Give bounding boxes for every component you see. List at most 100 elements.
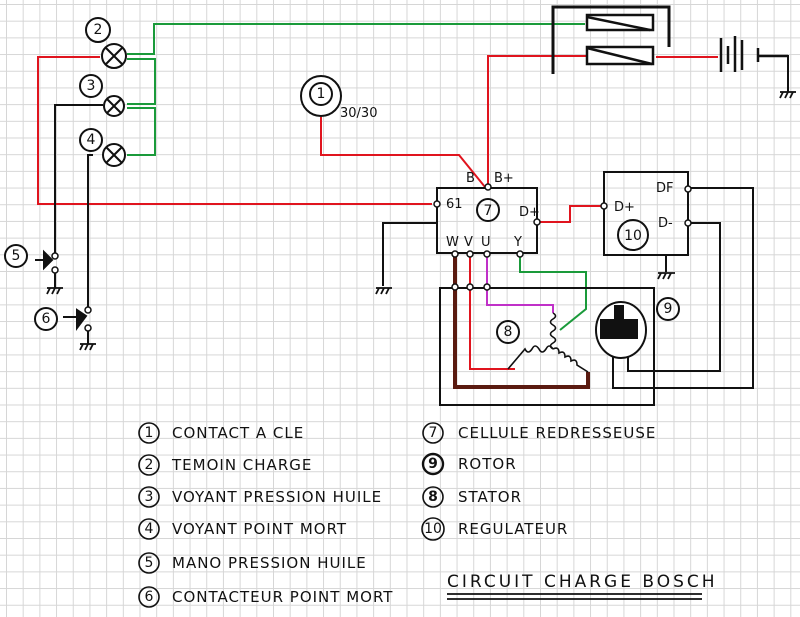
ground-icon [79, 343, 96, 351]
callout-number: 3 [87, 78, 96, 94]
callout-5: 5 [4, 244, 28, 268]
terminal-Dplus: D+ [519, 205, 540, 220]
legend-label: VOYANT POINT MORT [172, 520, 347, 538]
terminal-V: V [464, 235, 473, 250]
legend-item: 9 ROTOR [421, 452, 517, 476]
diagram-title: CIRCUIT CHARGE BOSCH [447, 572, 718, 592]
callout-number: 5 [12, 248, 21, 264]
callout-number: 9 [664, 301, 673, 317]
terminal-W: W [446, 235, 459, 250]
rotor-brush-icon [600, 319, 638, 339]
fuse-icon [585, 13, 655, 32]
svg-text:3: 3 [145, 489, 154, 505]
legend-item: 6 CONTACTEUR POINT MORT [138, 586, 393, 608]
wire-red-fuse-to-Bplus [487, 55, 587, 187]
legend-item: 7 CELLULE REDRESSEUSE [422, 422, 656, 444]
terminal-Y: Y [513, 235, 522, 250]
legend-label: TEMOIN CHARGE [171, 456, 312, 474]
callout-4: 4 [79, 128, 103, 152]
legend-label: CONTACT A CLE [172, 424, 304, 442]
wire-black-battery-ground [766, 55, 789, 92]
wire-red-key-to-B [320, 117, 486, 188]
legend-label: ROTOR [458, 455, 517, 473]
wire-green-y-to-stator [519, 251, 587, 331]
callout-number: 1 [317, 86, 326, 102]
wire-red-V [469, 253, 515, 370]
terminal-B: B [466, 171, 475, 186]
callout-number: 7 [484, 203, 493, 219]
rotor-9: 9 [595, 297, 680, 388]
legend-label: VOYANT PRESSION HUILE [172, 488, 382, 506]
legend-label: REGULATEUR [458, 520, 568, 538]
callout-number: 10 [624, 228, 642, 244]
legend-label: MANO PRESSION HUILE [172, 554, 367, 572]
svg-text:1: 1 [145, 425, 154, 441]
battery-icon [719, 36, 788, 72]
callout-number: 8 [504, 324, 513, 340]
svg-text:7: 7 [429, 425, 438, 441]
svg-text:4: 4 [145, 521, 154, 537]
ground-icon [657, 272, 675, 280]
fuse-icon [585, 45, 655, 66]
terminal-U: U [481, 235, 491, 250]
wire-red-dplus-link [540, 205, 604, 223]
lamp-4 [102, 143, 126, 167]
legend-item: 10 REGULATEUR [421, 517, 568, 541]
lamp-2 [101, 43, 127, 69]
svg-text:9: 9 [428, 456, 438, 472]
diagram-title-block: CIRCUIT CHARGE BOSCH [447, 572, 718, 600]
rectifier-7: 7 B B+ 61 D+ W V U Y [433, 171, 541, 258]
legend-right: 7 CELLULE REDRESSEUSE 9 ROTOR 8 STATOR 1… [421, 422, 656, 541]
wire-black-rectifier-ground [382, 222, 437, 286]
pressure-switch-5 [35, 249, 59, 288]
lamp-3 [103, 95, 125, 117]
stator-coil-icon [507, 312, 589, 373]
green-wires [127, 23, 587, 331]
stator-8: 8 [496, 312, 589, 373]
terminal-Bplus: B+ [494, 171, 514, 186]
ground-icon [779, 91, 796, 99]
wire-green-bus-2-3 [127, 58, 156, 105]
callout-6: 6 [34, 307, 58, 331]
callout-3: 3 [79, 74, 103, 98]
terminal-Dplus: D+ [614, 200, 635, 215]
svg-text:6: 6 [145, 589, 154, 605]
terminal-DF: DF [656, 181, 674, 196]
wire-red-lamp2-to-61 [37, 56, 432, 205]
callout-number: 2 [94, 22, 103, 38]
legend-item: 8 STATOR [422, 486, 522, 508]
legend-item: 1 CONTACT A CLE [138, 422, 304, 444]
svg-text:10: 10 [424, 521, 442, 537]
terminal-30-label: 30/30 [340, 106, 377, 121]
wire-black-lamp3-to-switch5 [54, 104, 103, 254]
terminal-Dminus: D- [658, 216, 673, 231]
callout-number: 6 [42, 311, 51, 327]
callout-2: 2 [85, 17, 111, 43]
callout-number: 4 [87, 132, 96, 148]
svg-text:2: 2 [145, 457, 154, 473]
wire-black-Dminus-to-rotor [627, 222, 721, 372]
legend-label: CELLULE REDRESSEUSE [458, 424, 656, 442]
fuse-box [551, 5, 671, 74]
neutral-switch-6 [63, 306, 92, 344]
wire-brown-W [453, 253, 590, 389]
key-switch-1: 1 30/30 [300, 75, 377, 121]
legend-item: 3 VOYANT PRESSION HUILE [138, 486, 382, 508]
svg-text:8: 8 [428, 489, 438, 505]
wire-magenta-U [486, 253, 554, 313]
terminal-61: 61 [446, 197, 463, 212]
ground-icon [46, 287, 63, 295]
black-wires [54, 55, 789, 389]
svg-text:5: 5 [145, 555, 154, 571]
alternator-housing [439, 283, 655, 406]
legend-label: STATOR [458, 488, 522, 506]
legend-item: 2 TEMOIN CHARGE [138, 454, 312, 476]
regulator-10: 10 D+ DF D- [600, 171, 692, 256]
wire-green-main [127, 23, 585, 55]
legend-left: 1 CONTACT A CLE 2 TEMOIN CHARGE 3 VOYANT… [138, 422, 393, 608]
wire-green-bus-3-4 [127, 107, 156, 156]
legend-label: CONTACTEUR POINT MORT [172, 588, 393, 606]
legend-item: 5 MANO PRESSION HUILE [138, 552, 367, 574]
wire-black-lamp4-to-switch6 [87, 154, 93, 310]
